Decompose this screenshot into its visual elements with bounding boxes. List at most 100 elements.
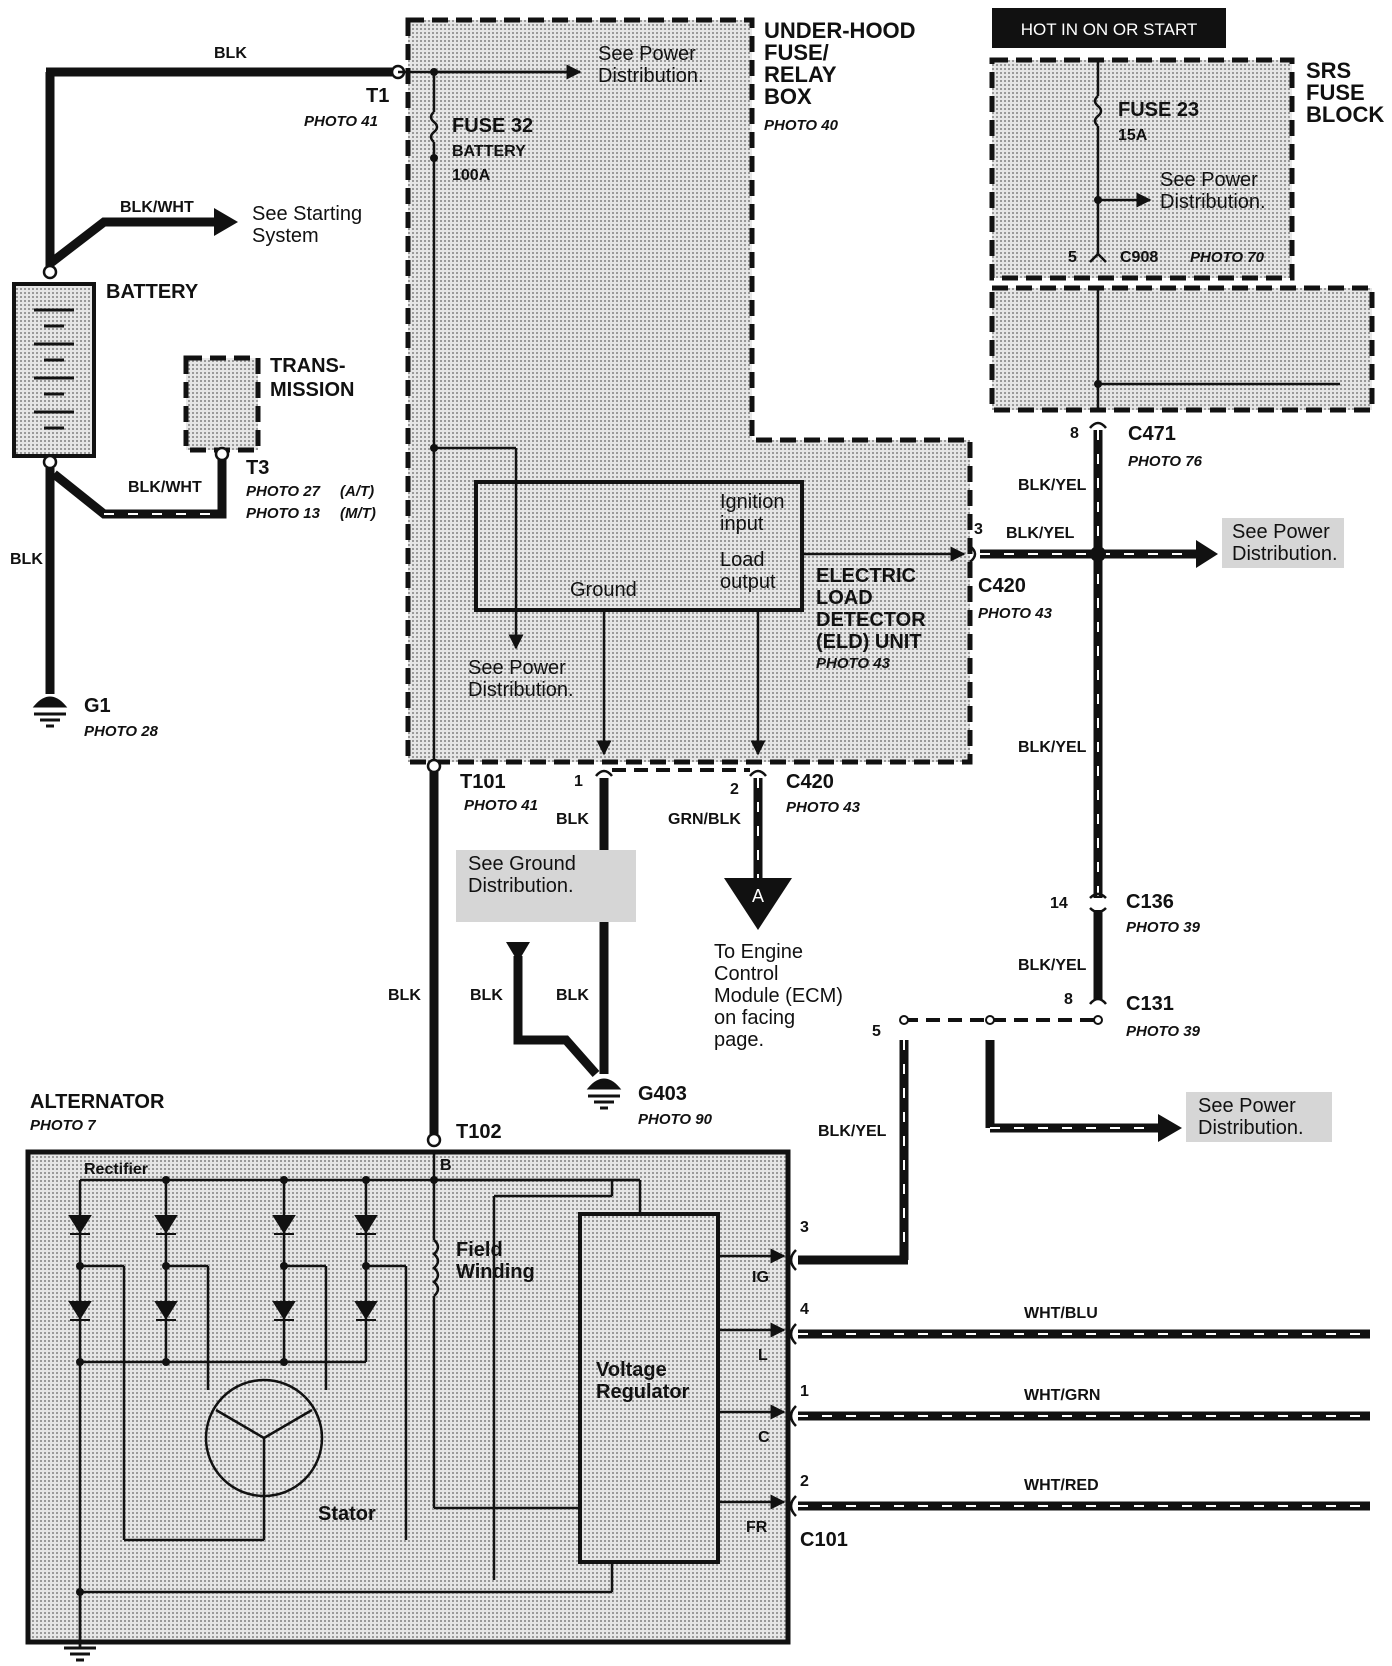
blk-main-label: BLK (388, 987, 421, 1004)
starting-ref-1: See Starting (252, 203, 362, 225)
vr-c-label: C (758, 1429, 770, 1446)
blk-yel-label-2: BLK/YEL (1018, 739, 1087, 756)
ecm-line4: on facing (714, 1007, 795, 1029)
power-dist-ref-bg-1 (1222, 518, 1344, 568)
battery-pos-terminal (42, 264, 58, 280)
underhood-power-ref-2: Distribution. (598, 65, 704, 87)
eld-power-ref-1: See Power (468, 657, 566, 679)
c420-label-right: C420 (978, 575, 1026, 597)
g1-ground-icon (32, 696, 68, 728)
vr-l-label: L (758, 1347, 768, 1364)
ecm-line2: Control (714, 963, 778, 985)
vr-label-1: Voltage (596, 1359, 667, 1381)
c908-connector-icon (1089, 252, 1107, 263)
vr-ig-label: IG (752, 1269, 769, 1286)
fuse23-rating: 15A (1118, 127, 1148, 144)
rectifier-diodes (68, 1215, 378, 1321)
c131-node (1093, 1015, 1103, 1025)
vr-label-2: Regulator (596, 1381, 690, 1403)
c908-label: C908 (1120, 249, 1158, 266)
power-dist-ref-bg-2 (1186, 1092, 1332, 1142)
ground-dist-ref-bg (456, 850, 636, 922)
transmission-box (183, 355, 261, 453)
starting-arrow (214, 208, 238, 236)
underhood-photo: PHOTO 40 (764, 117, 839, 134)
eld-photo: PHOTO 43 (816, 655, 891, 672)
power-dist-ref-1a: See Power (1232, 521, 1330, 543)
blk-wht-trans-wire (51, 458, 227, 519)
alternator-internals (78, 1152, 642, 1648)
blk-yel-label-c420: BLK/YEL (1006, 525, 1075, 542)
c101-label: C101 (800, 1529, 848, 1551)
g403-photo: PHOTO 90 (638, 1111, 713, 1128)
field-winding-1: Field (456, 1239, 503, 1261)
t3-at: (A/T) (340, 483, 374, 500)
c101-pin1: 1 (800, 1383, 809, 1400)
transmission-line2: MISSION (270, 379, 354, 401)
c420-pin1: 1 (574, 773, 583, 790)
t101-photo: PHOTO 41 (464, 797, 538, 814)
c908-photo: PHOTO 70 (1190, 249, 1265, 266)
b-terminal-label: B (440, 1157, 452, 1174)
srs-fuse-block (989, 57, 1295, 281)
eld-line2: LOAD (816, 587, 873, 609)
ground-dist-arrow (506, 942, 530, 962)
srs-harness-section (989, 285, 1375, 413)
c471-pin: 8 (1070, 425, 1079, 442)
fuse32-sub: BATTERY (452, 143, 526, 160)
c101-pin3: 3 (800, 1219, 809, 1236)
eld-load-1: Load (720, 549, 765, 571)
c101-connector-icon (789, 1249, 797, 1517)
ecm-marker: A (752, 886, 764, 906)
splice-node-2 (985, 1015, 995, 1025)
blk-ground-label-2: BLK (556, 987, 589, 1004)
g1-label: G1 (84, 695, 111, 717)
c420-pin3: 3 (974, 521, 983, 538)
field-winding-icon (432, 1239, 440, 1297)
eld-ignition-1: Ignition (720, 491, 785, 513)
blk-left-label: BLK (10, 551, 43, 568)
eld-power-ref-2: Distribution. (468, 679, 574, 701)
underhood-title-2: FUSE/ (764, 40, 829, 65)
eld-line1: ELECTRIC (816, 565, 916, 587)
power-dist-arrow-1 (1196, 540, 1218, 568)
blk-wht-top-label: BLK/WHT (120, 199, 194, 216)
t101-terminal (426, 758, 442, 774)
c471-connector-icon (1089, 421, 1107, 429)
underhood-fuse-relay-box (405, 17, 973, 765)
power-dist-ref-1b: Distribution. (1232, 543, 1338, 565)
eld-line4: (ELD) UNIT (816, 631, 922, 653)
blk-wht-starting-wire (49, 217, 216, 266)
c131-connector-icon (1089, 997, 1107, 1005)
vr-fr-label: FR (746, 1519, 768, 1536)
c131-photo: PHOTO 39 (1126, 1023, 1201, 1040)
fuse32-name: FUSE 32 (452, 115, 533, 137)
eld-ground: Ground (570, 579, 637, 601)
wht-red-label: WHT/RED (1024, 1477, 1099, 1494)
hot-banner: HOT IN ON OR START (1021, 20, 1198, 39)
splice-pin-5: 5 (872, 1023, 881, 1040)
srs-harness-splice (1094, 380, 1102, 388)
c420-pin3-connector-icon (969, 545, 977, 563)
underhood-title-3: RELAY (764, 62, 837, 87)
ground-dist-ref-2: Distribution. (468, 875, 574, 897)
transmission-line1: TRANS- (270, 355, 346, 377)
ecm-line5: page. (714, 1029, 764, 1051)
underhood-title-4: BOX (764, 84, 812, 109)
ignition-splice (1090, 546, 1106, 562)
splice-node-5 (899, 1015, 909, 1025)
blk-ground-label-1: BLK (470, 987, 503, 1004)
fuse32-icon (429, 111, 439, 143)
blk-ground-dist-wire (513, 956, 600, 1077)
eld-line3: DETECTOR (816, 609, 926, 631)
g403-ground-icon (586, 1078, 622, 1110)
c420-pin2: 2 (730, 781, 739, 798)
voltage-regulator-box (578, 1212, 720, 1564)
srs-title-2: FUSE (1306, 80, 1365, 105)
fuse32-rating: 100A (452, 167, 491, 184)
t3-terminal (214, 446, 230, 462)
c420-photo-right: PHOTO 43 (978, 605, 1053, 622)
srs-title-1: SRS (1306, 58, 1351, 83)
c471-photo: PHOTO 76 (1128, 453, 1203, 470)
wht-blu-label: WHT/BLU (1024, 1305, 1098, 1322)
